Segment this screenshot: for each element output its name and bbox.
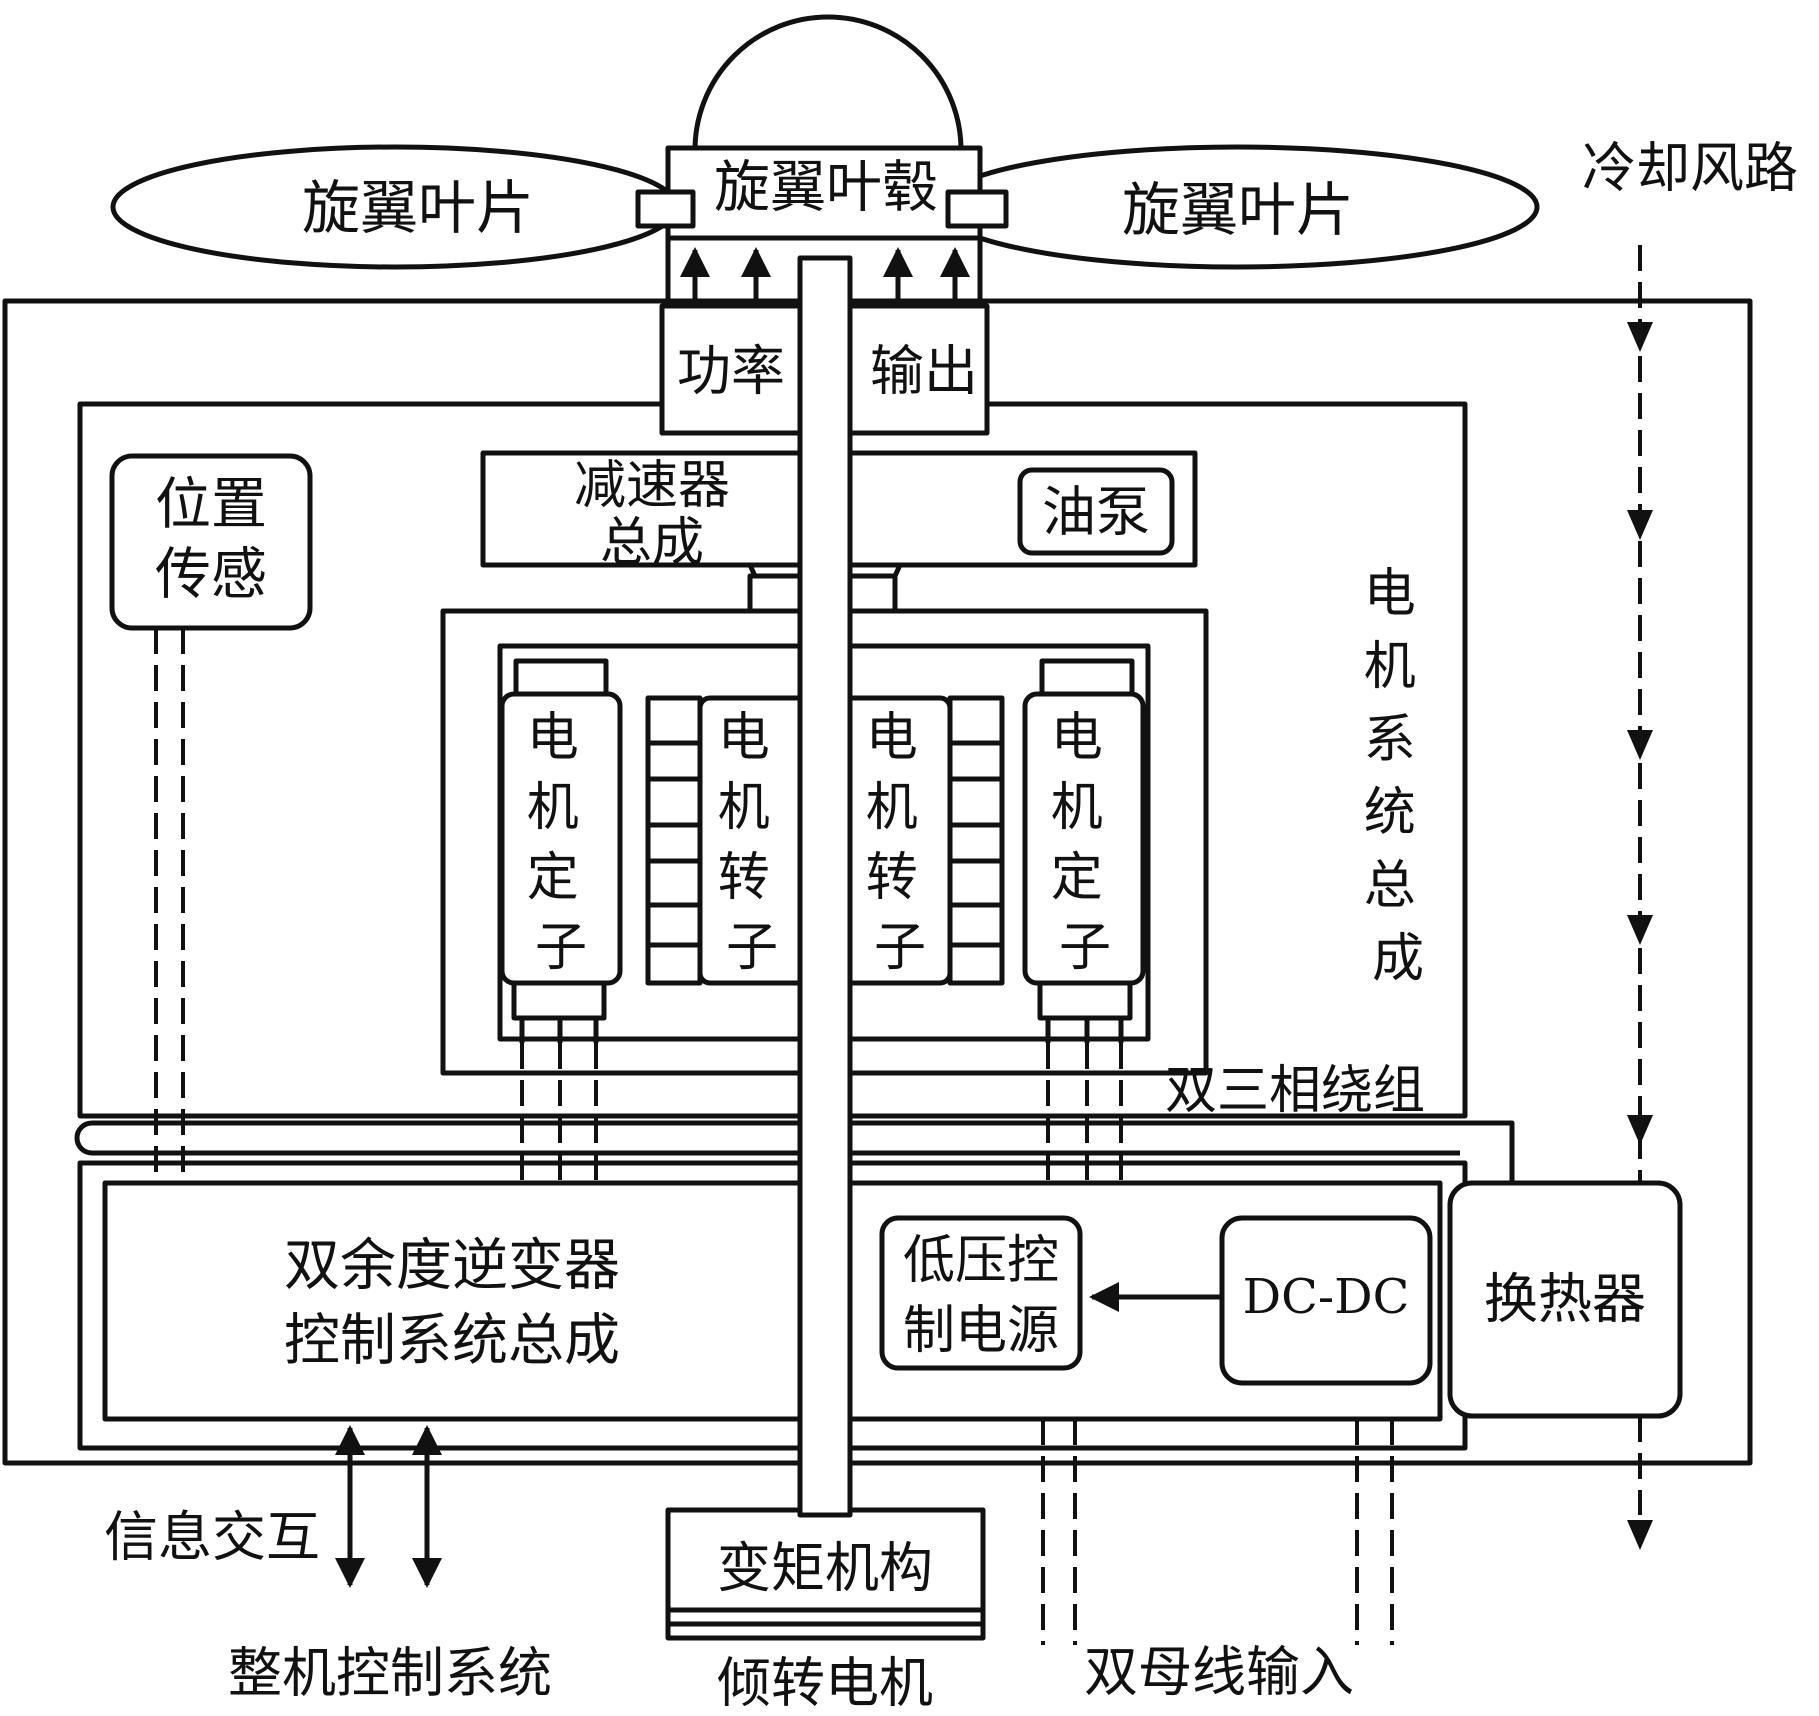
vehicle-control-label: 整机控制系统	[228, 1642, 552, 1705]
stator-right-label: 电 机 定 子	[1051, 708, 1120, 978]
hub-clamp-left	[635, 189, 696, 229]
winding-lines-right	[1046, 1043, 1123, 1183]
lv-power-label-1: 低压控	[903, 1231, 1059, 1291]
main-shaft	[797, 255, 853, 1518]
cooling-arrow-2	[1627, 510, 1653, 540]
position-sensor-label-1: 位置	[155, 473, 267, 538]
dual-winding-label: 双三相绕组	[1165, 1061, 1425, 1121]
cooling-air-label: 冷却风路	[1582, 137, 1798, 200]
position-sensor-box	[109, 453, 313, 631]
rotor-right-magnets	[947, 695, 1005, 986]
rotor-right-label: 电 机 转 子	[866, 708, 935, 978]
lv-power-box	[879, 1215, 1083, 1371]
winding-lines-left	[520, 1043, 598, 1183]
stator-left-label: 电 机 定 子	[527, 708, 596, 978]
hub-label: 旋翼叶毂	[714, 156, 938, 221]
cooling-arrow-4	[1627, 915, 1653, 945]
cooling-arrow-6	[1627, 1520, 1653, 1550]
reducer-label-1: 减速器	[574, 456, 730, 516]
blade-right-label: 旋翼叶片	[1122, 176, 1354, 244]
bus-lines-left	[1041, 1419, 1077, 1645]
lv-power-label-2: 制电源	[903, 1301, 1059, 1361]
position-sensor-label-2: 传感	[155, 543, 267, 608]
outer-enclosure	[2, 298, 1753, 1466]
info-exchange-label: 信息交互	[104, 1506, 320, 1569]
motor-system-label: 电 机 系 统 总 成	[1364, 564, 1433, 989]
inverter-box	[102, 1180, 1443, 1422]
dcdc-box	[1219, 1215, 1433, 1386]
output-label: 输出	[870, 340, 978, 403]
position-signal-lines	[154, 628, 185, 1183]
power-label: 功率	[677, 340, 785, 403]
rotor-left-label: 电 机 转 子	[718, 708, 787, 978]
cooling-arrow-5	[1627, 1115, 1653, 1145]
pitch-mechanism-label: 变矩机构	[717, 1537, 933, 1600]
heat-exchanger-label: 换热器	[1484, 1268, 1646, 1331]
bus-lines-right	[1355, 1419, 1394, 1645]
cooling-arrow-1	[1627, 322, 1653, 352]
oil-pump-box	[1017, 467, 1175, 556]
heat-exchanger-box	[1447, 1180, 1683, 1419]
tilt-motor-label: 倾转电机	[717, 1652, 933, 1715]
dual-bus-input-label: 双母线输入	[1084, 1641, 1354, 1704]
dcdc-label: DC-DC	[1243, 1269, 1410, 1325]
dome	[692, 14, 964, 151]
blade-left-label: 旋翼叶片	[302, 174, 534, 242]
inverter-label-2: 控制系统总成	[284, 1309, 620, 1374]
cooling-arrow-3	[1627, 730, 1653, 760]
inverter-label-1: 双余度逆变器	[284, 1234, 620, 1299]
reducer-label-2: 总成	[600, 513, 704, 573]
cable-tube	[74, 1120, 1515, 1183]
oil-pump-label: 油泵	[1042, 481, 1150, 544]
hub-clamp-right	[945, 189, 1009, 229]
